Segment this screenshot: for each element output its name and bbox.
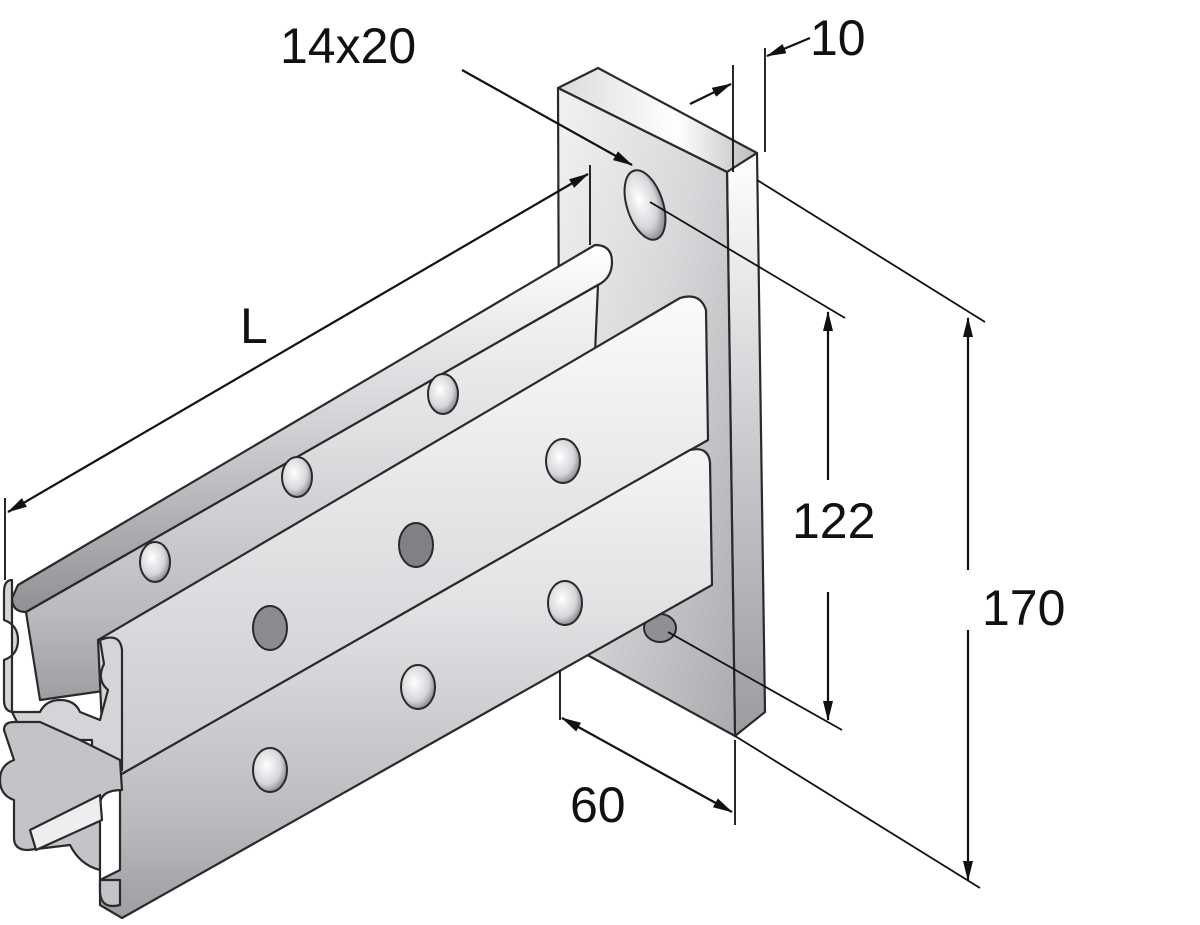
strip-hole	[547, 580, 583, 626]
strip-hole	[252, 605, 288, 651]
plate-width-label: 60	[570, 777, 626, 833]
plate-thickness-label: 10	[810, 10, 866, 66]
strip-hole	[400, 664, 436, 710]
slot-size-label: 14x20	[280, 18, 416, 74]
strip-hole	[252, 747, 288, 793]
hole-spacing-label: 122	[792, 493, 875, 549]
front-lower-strip	[98, 448, 714, 920]
strip-hole	[545, 438, 581, 484]
plate-height-label: 170	[982, 580, 1065, 636]
strip-hole	[398, 522, 434, 568]
channel-hole	[427, 373, 459, 415]
dimension-slot: 14x20	[280, 18, 846, 319]
length-label: L	[240, 298, 268, 354]
channel-hole	[139, 541, 171, 583]
dimension-plate-width: 60	[559, 670, 736, 833]
channel-hole	[281, 456, 313, 498]
slot-hole	[623, 169, 667, 241]
channel-profile-end	[0, 578, 124, 908]
dimension-length: L	[4, 165, 591, 580]
dimension-hole-spacing: 122	[667, 311, 875, 731]
dimension-thickness: 10	[689, 10, 866, 172]
dimension-plate-height: 170	[734, 179, 1065, 889]
